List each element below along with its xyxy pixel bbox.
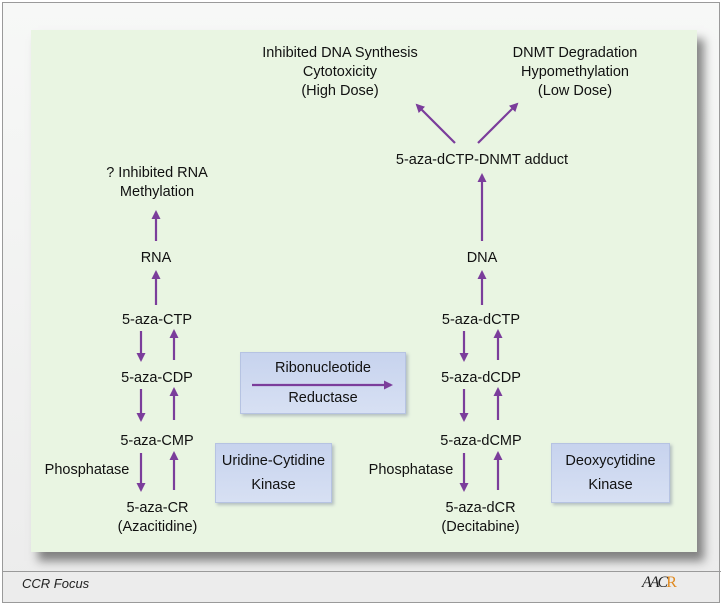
- rna-methylation-outcome: ? Inhibited RNA Methylation: [106, 165, 208, 200]
- deoxycytidine-kinase-box: Deoxycytidine Kinase: [551, 443, 670, 503]
- low-dose-outcome: DNMT Degradation Hypomethylation (Low Do…: [512, 45, 638, 99]
- dna-label: DNA: [466, 250, 498, 266]
- rna-label: RNA: [140, 250, 172, 266]
- aza-dcdp-label: 5-aza-dCDP: [441, 370, 521, 386]
- aza-cmp-label: 5-aza-CMP: [120, 433, 194, 449]
- dnmt-adduct-label: 5-aza-dCTP-DNMT adduct: [395, 152, 569, 168]
- arrow-adduct-to-high-dose: [415, 103, 456, 144]
- phosphatase-left-label: Phosphatase: [44, 462, 130, 478]
- azacitidine-label: 5-aza-CR (Azacitidine): [117, 500, 198, 535]
- aza-dcmp-label: 5-aza-dCMP: [440, 433, 522, 449]
- reductase-label-line2: Reductase: [288, 390, 358, 406]
- aza-ctp-label: 5-aza-CTP: [121, 312, 193, 328]
- journal-name: CCR Focus: [22, 576, 90, 591]
- aza-cdp-label: 5-aza-CDP: [121, 370, 193, 386]
- phosphatase-right-label: Phosphatase: [368, 462, 454, 478]
- footer-divider: [3, 571, 721, 572]
- decitabine-label: 5-aza-dCR (Decitabine): [441, 500, 520, 535]
- arrow-adduct-to-low-dose: [477, 102, 519, 144]
- high-dose-outcome: Inhibited DNA Synthesis Cytotoxicity (Hi…: [262, 45, 418, 99]
- ribonucleotide-reductase-box: Ribonucleotide Reductase: [240, 352, 406, 414]
- aza-dctp-label: 5-aza-dCTP: [441, 312, 521, 328]
- uridine-cytidine-kinase-box: Uridine-Cytidine Kinase: [215, 443, 332, 503]
- reductase-label: Ribonucleotide: [275, 360, 371, 376]
- aacr-logo: AACR: [642, 574, 677, 591]
